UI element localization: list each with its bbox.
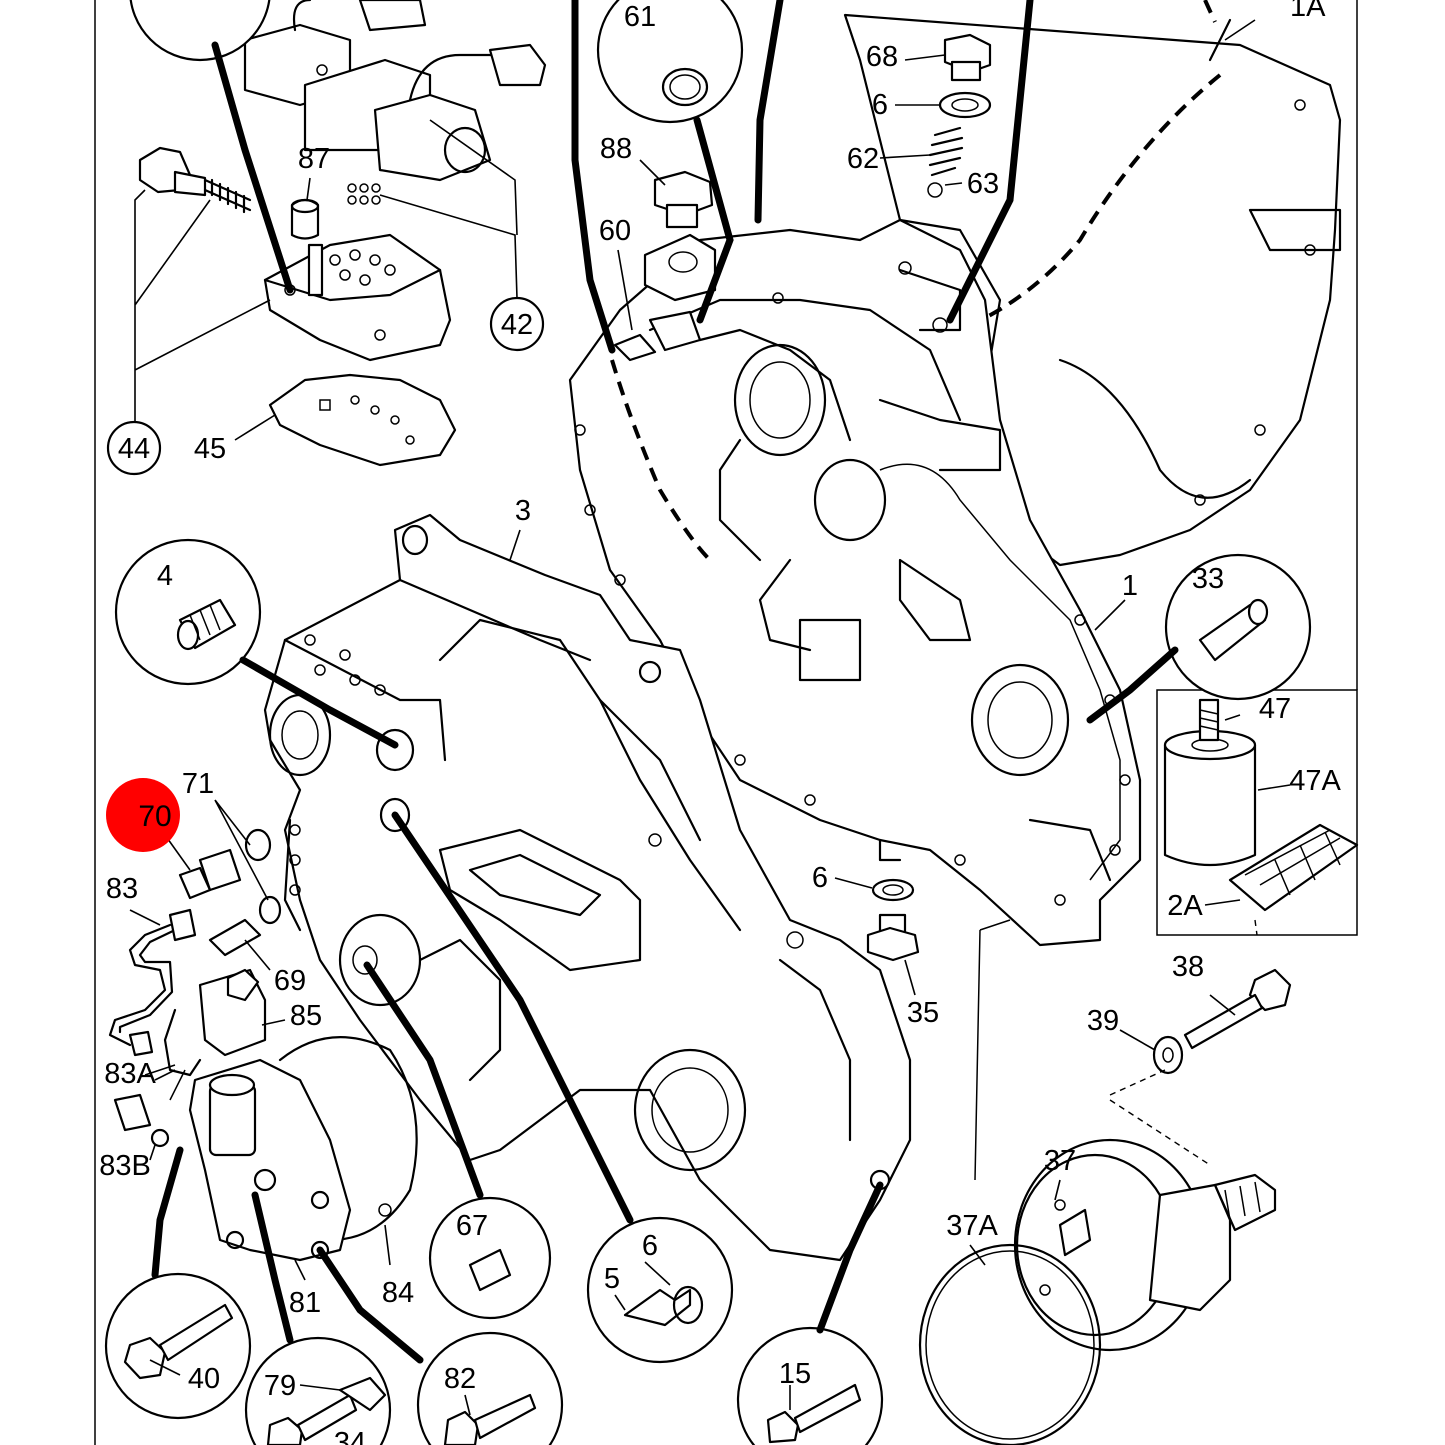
callout-79-34 xyxy=(244,1336,392,1445)
label-62: 62 xyxy=(847,143,879,175)
bell-housing-1A xyxy=(843,0,1342,567)
label-39: 39 xyxy=(1087,1005,1119,1037)
plug-and-spring-44 xyxy=(138,146,252,214)
leader-15 xyxy=(816,1181,884,1334)
label-1A: 1A xyxy=(1290,0,1326,23)
label-88: 88 xyxy=(600,133,632,165)
drain-plug-35 xyxy=(866,878,920,962)
callout-67 xyxy=(428,1196,552,1320)
leader-67 xyxy=(363,961,484,1199)
label-3: 3 xyxy=(515,495,531,527)
label-33: 33 xyxy=(1192,563,1224,595)
leader-top-a xyxy=(571,0,616,354)
label-87: 87 xyxy=(298,143,330,175)
label-6-mid: 6 xyxy=(812,862,828,894)
callout-44 xyxy=(106,420,162,476)
leader-4 xyxy=(239,656,399,749)
label-82: 82 xyxy=(444,1363,476,1395)
filter-inset xyxy=(1156,689,1359,936)
leader-33 xyxy=(1086,646,1179,724)
label-44: 44 xyxy=(118,433,150,465)
pressure-switch-70-group xyxy=(108,828,282,1148)
label-83B: 83B xyxy=(99,1150,151,1182)
label-15: 15 xyxy=(779,1358,811,1390)
label-71: 71 xyxy=(182,768,214,800)
label-61: 61 xyxy=(624,1,656,33)
plug-88-group xyxy=(653,33,992,229)
main-housing-1 xyxy=(568,218,1142,947)
label-42: 42 xyxy=(501,309,533,341)
part-labels: 1A 61 68 6 62 63 88 60 87 42 44 45 3 4 1… xyxy=(99,0,1341,1445)
label-40: 40 xyxy=(188,1363,220,1395)
label-63: 63 xyxy=(967,168,999,200)
callout-33 xyxy=(1164,553,1312,701)
leader-79 xyxy=(251,1191,294,1344)
label-35: 35 xyxy=(907,997,939,1029)
leader-61 xyxy=(693,116,734,324)
label-85: 85 xyxy=(290,1000,322,1032)
label-60: 60 xyxy=(599,215,631,247)
leader-callout-top-left xyxy=(211,41,294,294)
label-81: 81 xyxy=(289,1287,321,1319)
pump-37 xyxy=(918,1138,1277,1445)
label-1: 1 xyxy=(1122,570,1138,602)
label-2A: 2A xyxy=(1167,890,1203,922)
label-4: 4 xyxy=(157,560,173,592)
leader-5-6 xyxy=(391,811,634,1224)
gasket-plate-45 xyxy=(268,373,457,467)
thin-leaders xyxy=(129,19,1291,1416)
label-37A: 37A xyxy=(946,1210,998,1242)
leader-82 xyxy=(316,1246,424,1364)
solenoid-valve-assembly xyxy=(243,0,547,182)
valve-body xyxy=(263,183,452,362)
callout-15 xyxy=(736,1326,884,1445)
label-38: 38 xyxy=(1172,951,1204,983)
bolt-38 xyxy=(1152,968,1292,1075)
callout-61 xyxy=(596,0,744,124)
callout-82 xyxy=(416,1331,564,1445)
label-69: 69 xyxy=(274,965,306,997)
label-83: 83 xyxy=(106,873,138,905)
callout-4 xyxy=(114,538,262,686)
label-6-top: 6 xyxy=(872,89,888,121)
label-45: 45 xyxy=(194,433,226,465)
leader-top-b xyxy=(754,0,784,224)
leader-top-c xyxy=(946,0,1034,324)
label-6-callout: 6 xyxy=(642,1230,658,1262)
label-47: 47 xyxy=(1259,693,1291,725)
front-cover-3 xyxy=(263,513,912,1262)
label-67: 67 xyxy=(456,1210,488,1242)
callout-top-left xyxy=(129,0,271,62)
label-83A: 83A xyxy=(104,1058,156,1090)
alignment-line xyxy=(974,919,1011,1181)
label-47A: 47A xyxy=(1289,765,1341,797)
label-79: 79 xyxy=(264,1370,296,1402)
callout-40 xyxy=(104,1272,252,1420)
callout-5-6 xyxy=(586,1216,734,1364)
label-37: 37 xyxy=(1044,1145,1076,1177)
label-84: 84 xyxy=(382,1277,414,1309)
pump-bracket-81 xyxy=(188,1058,392,1262)
highlight-label-70[interactable]: 70 xyxy=(138,800,171,833)
alignment-dashes xyxy=(1109,919,1258,1166)
highlight-circle-70[interactable] xyxy=(106,778,180,852)
leader-40 xyxy=(151,1146,184,1279)
label-68: 68 xyxy=(866,41,898,73)
label-5: 5 xyxy=(604,1263,620,1295)
label-34: 34 xyxy=(334,1427,366,1445)
